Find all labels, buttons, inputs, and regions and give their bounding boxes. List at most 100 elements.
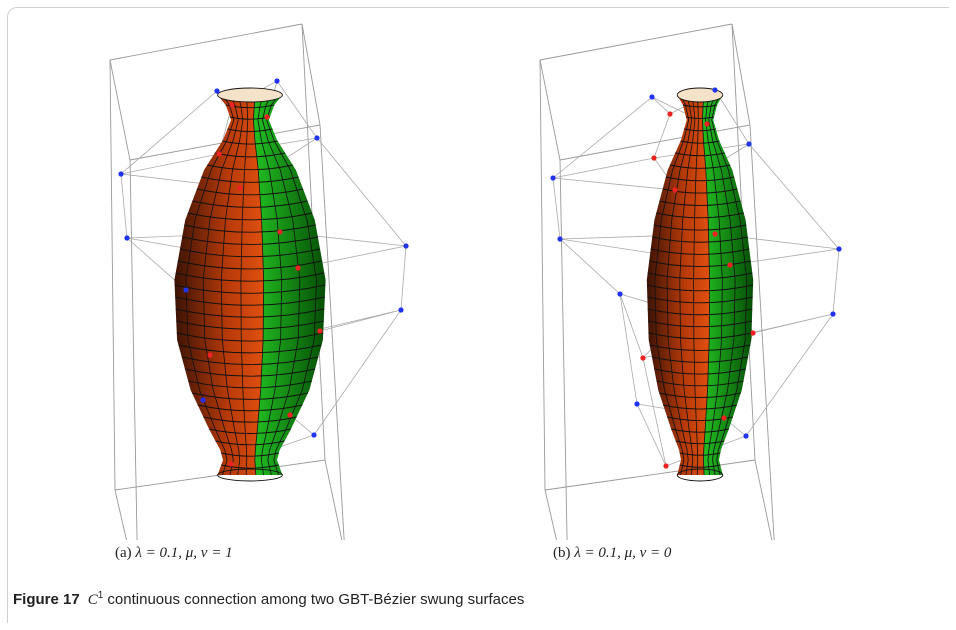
control-point <box>649 94 655 100</box>
control-point <box>634 401 640 407</box>
mesh-meridian <box>240 94 249 476</box>
mesh-ring <box>654 368 746 375</box>
control-point <box>216 151 222 157</box>
control-point <box>398 307 404 313</box>
mesh-ring <box>184 368 316 377</box>
panel-a-vase <box>90 20 510 540</box>
mesh-ring <box>652 236 748 243</box>
bounding-box-edge <box>301 23 321 126</box>
mesh-ring <box>669 164 731 169</box>
control-point <box>746 141 752 147</box>
bounding-box-edge <box>114 489 127 540</box>
mesh-ring <box>656 212 744 219</box>
figure-label: Figure 17 <box>13 591 80 608</box>
mesh-meridian <box>708 94 736 476</box>
control-point <box>663 463 669 469</box>
control-point <box>550 175 556 181</box>
mesh-meridian <box>257 94 283 476</box>
mesh-meridian <box>202 94 239 476</box>
mesh-ring <box>178 344 322 354</box>
figure-frame <box>7 7 949 623</box>
bounding-box-edge <box>539 23 733 61</box>
mesh-ring <box>175 272 325 282</box>
mesh-ring <box>679 464 721 468</box>
mesh-ring <box>215 440 285 446</box>
control-point <box>200 397 206 403</box>
bounding-box-edge <box>754 459 773 540</box>
bounding-box-edge <box>544 459 756 491</box>
vase-base <box>676 468 724 482</box>
control-point <box>277 229 283 235</box>
bounding-box-edge <box>559 159 568 540</box>
mesh-ring <box>176 332 324 342</box>
control-point <box>237 185 243 191</box>
mesh-ring <box>208 428 292 434</box>
mesh-ring <box>201 176 299 183</box>
mesh-meridian <box>262 94 301 476</box>
control-point <box>295 265 301 271</box>
vase-plot-a <box>109 23 409 540</box>
mesh-ring <box>188 380 312 389</box>
mesh-ring <box>191 392 309 400</box>
mesh-ring <box>646 284 754 292</box>
mesh-meridian <box>253 94 265 476</box>
mesh-ring <box>675 152 725 157</box>
bounding-box-edge <box>544 489 557 540</box>
control-point <box>750 330 756 336</box>
mesh-ring <box>647 272 753 280</box>
mesh-ring <box>653 224 747 231</box>
control-point <box>836 246 842 252</box>
bounding-box-edge <box>109 23 303 61</box>
control-point <box>287 412 293 418</box>
mesh-ring <box>197 404 303 412</box>
mesh-meridian <box>666 94 693 476</box>
control-point <box>183 287 189 293</box>
control-point <box>403 243 409 249</box>
control-point <box>557 236 563 242</box>
vase-surface-right <box>702 95 754 475</box>
mesh-ring <box>181 356 319 365</box>
mesh-meridian <box>701 94 710 476</box>
mesh-ring <box>207 164 293 171</box>
bounding-box-edge <box>324 459 343 540</box>
subcaption-a-label: (a) <box>115 545 132 561</box>
control-point <box>712 231 718 237</box>
mesh-ring <box>680 140 720 144</box>
vase-base <box>217 468 283 482</box>
control-point <box>314 135 320 141</box>
control-point <box>207 352 213 358</box>
control-point <box>727 262 733 268</box>
bounding-box-edge <box>539 59 561 161</box>
mesh-ring <box>196 188 304 196</box>
mesh-ring <box>177 260 323 270</box>
bounding-box-edge <box>539 59 546 491</box>
mesh-ring <box>651 356 749 363</box>
bounding-box-edge <box>731 23 751 126</box>
vase-rim <box>676 87 724 103</box>
control-point <box>617 291 623 297</box>
bounding-box-edge <box>109 59 116 491</box>
control-point <box>124 235 130 241</box>
control-point <box>229 102 235 108</box>
control-point <box>712 87 718 93</box>
control-point <box>672 187 678 193</box>
control-point <box>311 432 317 438</box>
caption-text: continuous connection among two GBT-Bézi… <box>103 591 525 608</box>
control-point <box>274 78 280 84</box>
mesh-ring <box>667 416 733 422</box>
bounding-box-edge <box>109 59 131 161</box>
mesh-ring <box>179 248 321 258</box>
mesh-ring <box>222 140 278 145</box>
mesh-ring <box>174 284 326 294</box>
control-point <box>264 114 270 120</box>
mesh-ring <box>647 296 753 304</box>
control-point <box>704 121 710 127</box>
mesh-meridian <box>266 94 317 476</box>
bounding-box-edge <box>559 124 751 161</box>
mesh-ring <box>665 176 735 182</box>
mesh-ring <box>663 404 737 410</box>
mesh-ring <box>648 332 752 340</box>
control-point <box>640 355 646 361</box>
mesh-ring <box>175 308 325 318</box>
